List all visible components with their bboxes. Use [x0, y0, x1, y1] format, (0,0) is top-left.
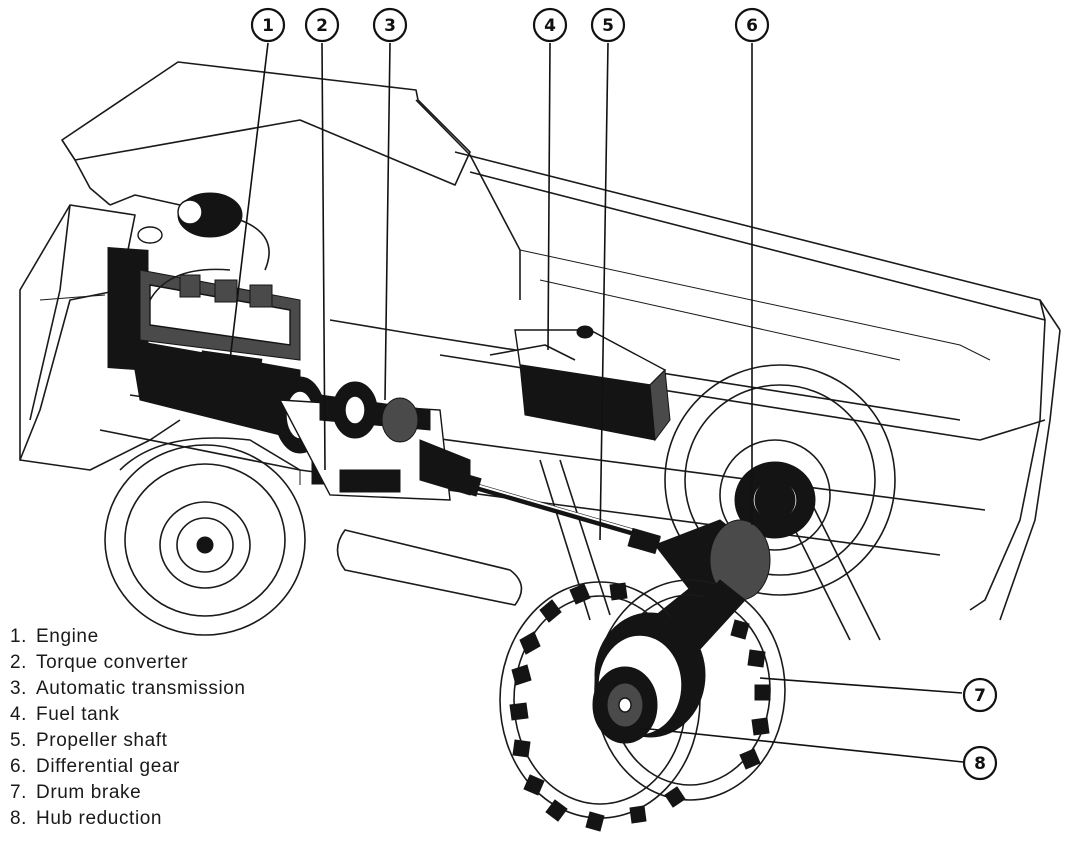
- component-legend: 1. Engine 2. Torque converter 3. Automatic …: [10, 624, 246, 832]
- propeller-shaft: [452, 471, 661, 555]
- legend-item-fuel-tank: 4. Fuel tank: [10, 702, 246, 728]
- automatic-transmission: [278, 381, 471, 501]
- legend-label: Engine: [36, 626, 99, 647]
- legend-number: 5.: [10, 730, 28, 751]
- legend-label: Automatic transmission: [36, 678, 246, 699]
- callout-1-number: 1: [262, 16, 274, 36]
- tire-tread: [509, 582, 771, 832]
- dump-bed: [61, 61, 1061, 621]
- legend-item-propeller-shaft: 5. Propeller shaft: [10, 728, 246, 754]
- hub-reduction: [592, 666, 658, 744]
- callout-7-number: 7: [974, 686, 986, 706]
- fuel-tank: [489, 325, 671, 442]
- legend-number: 6.: [10, 756, 28, 777]
- engine: [107, 192, 301, 441]
- cab: [19, 194, 181, 471]
- callout-8: 8: [962, 745, 998, 781]
- legend-label: Differential gear: [36, 756, 180, 777]
- rear-near-dual-wheel: [499, 579, 786, 832]
- legend-label: Drum brake: [36, 782, 142, 803]
- legend-item-drum-brake: 7. Drum brake: [10, 780, 246, 806]
- callout-5: 5: [590, 7, 626, 43]
- callout-6: 6: [734, 7, 770, 43]
- callout-6-number: 6: [746, 16, 758, 36]
- legend-item-engine: 1. Engine: [10, 624, 246, 650]
- callout-4: 4: [532, 7, 568, 43]
- legend-number: 2.: [10, 652, 28, 673]
- legend-item-torque-converter: 2. Torque converter: [10, 650, 246, 676]
- legend-label: Propeller shaft: [36, 730, 168, 751]
- callout-3-number: 3: [384, 16, 396, 36]
- leader-lines: [229, 42, 964, 763]
- legend-number: 1.: [10, 626, 28, 647]
- callout-1: 1: [250, 7, 286, 43]
- callout-2: 2: [304, 7, 340, 43]
- legend-number: 3.: [10, 678, 28, 699]
- callout-7: 7: [962, 677, 998, 713]
- legend-item-automatic-transmission: 3. Automatic transmission: [10, 676, 246, 702]
- callout-5-number: 5: [602, 16, 614, 36]
- callout-4-number: 4: [544, 16, 556, 36]
- legend-number: 8.: [10, 808, 28, 829]
- legend-label: Fuel tank: [36, 704, 120, 725]
- front-wheel: [104, 437, 306, 636]
- legend-number: 7.: [10, 782, 28, 803]
- legend-label: Torque converter: [36, 652, 189, 673]
- legend-label: Hub reduction: [36, 808, 163, 829]
- callout-2-number: 2: [316, 16, 328, 36]
- legend-number: 4.: [10, 704, 28, 725]
- callout-3: 3: [372, 7, 408, 43]
- callout-8-number: 8: [974, 754, 986, 774]
- legend-item-hub-reduction: 8. Hub reduction: [10, 806, 246, 832]
- legend-item-differential-gear: 6. Differential gear: [10, 754, 246, 780]
